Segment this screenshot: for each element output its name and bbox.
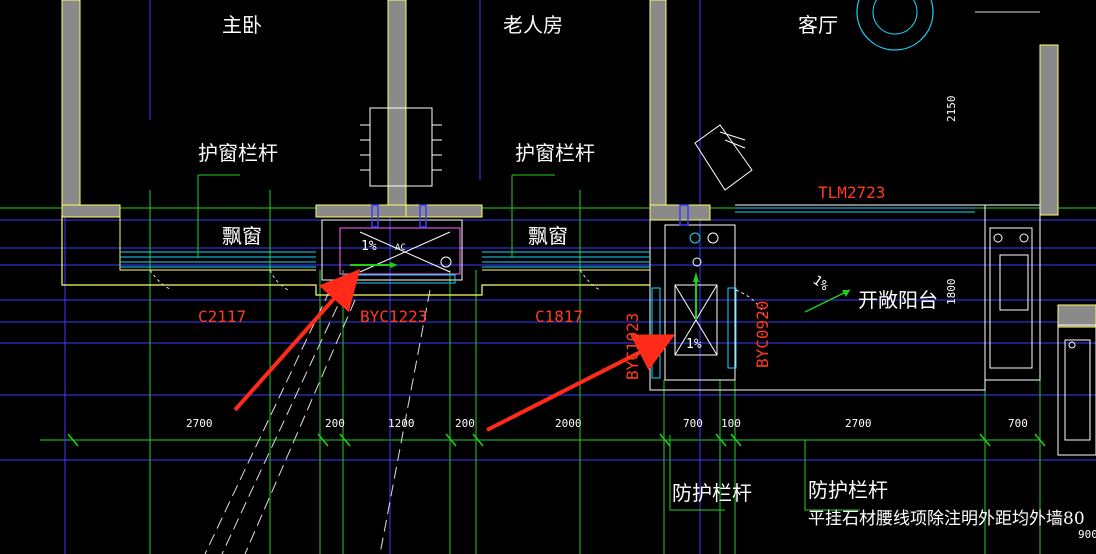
pointer-arrows [233, 269, 676, 432]
window-code-c1817: C1817 [535, 307, 583, 326]
slope-label-3: 1% [810, 273, 832, 294]
dimension-200-left: 200 [325, 417, 345, 430]
room-label-master-bedroom: 主卧 [222, 13, 262, 37]
pipe-symbols [360, 107, 442, 187]
label-ac: AC [395, 243, 406, 253]
dimension-1200: 1200 [388, 417, 415, 430]
label-guard-rail-bottom: 防护栏杆 [672, 481, 752, 505]
dimension-2700-left: 2700 [186, 417, 213, 430]
slope-arrows [804, 289, 851, 313]
label-stone-waistline-note: 平挂石材腰线项除注明外距均外墙80 [808, 509, 1085, 529]
room-label-open-balcony: 开敞阳台 [858, 288, 938, 312]
dimension-900: 900 [1078, 528, 1096, 541]
window-tlm2723 [735, 207, 975, 213]
tilted-ac-symbol [694, 124, 753, 191]
label-guard-rail-right: 防护栏杆 [808, 478, 888, 502]
window-c2117 [120, 251, 316, 291]
slope-label-2: 1% [686, 337, 702, 352]
dimension-2700-right: 2700 [845, 417, 872, 430]
dimension-700-right: 700 [1008, 417, 1028, 430]
dimension-1800: 1800 [945, 279, 958, 306]
room-label-elder-room: 老人房 [503, 13, 563, 37]
label-window-guard-left: 护窗栏杆 [198, 141, 278, 165]
dimension-100: 100 [721, 417, 741, 430]
window-code-tlm2723: TLM2723 [818, 183, 885, 202]
window-code-c2117: C2117 [198, 307, 246, 326]
dimension-200-right: 200 [455, 417, 475, 430]
dimension-700-left: 700 [683, 417, 703, 430]
label-bay-window-left: 飘窗 [222, 224, 262, 248]
walls [61, 0, 1096, 456]
dimension-2000: 2000 [555, 417, 582, 430]
ac-unit-box-right [651, 204, 766, 381]
ceiling-fixture-icon [856, 0, 1040, 51]
room-label-living-room: 客厅 [798, 13, 838, 37]
dimension-2150: 2150 [945, 96, 958, 123]
window-code-byc0920: BYC0920 [753, 301, 772, 368]
dimension-ticks [67, 433, 1046, 447]
window-code-byc1023: BYC1023 [623, 313, 642, 380]
label-window-guard-right: 护窗栏杆 [515, 141, 595, 165]
window-code-byc1223: BYC1223 [360, 307, 427, 326]
window-c1817 [482, 251, 650, 291]
ac-unit-box [321, 204, 463, 284]
slope-label-1: 1% [361, 239, 377, 254]
label-bay-window-right: 飘窗 [528, 224, 568, 248]
dashed-construction-lines [204, 289, 431, 554]
leader-lines [197, 174, 860, 511]
balcony-fixture [989, 227, 1091, 441]
